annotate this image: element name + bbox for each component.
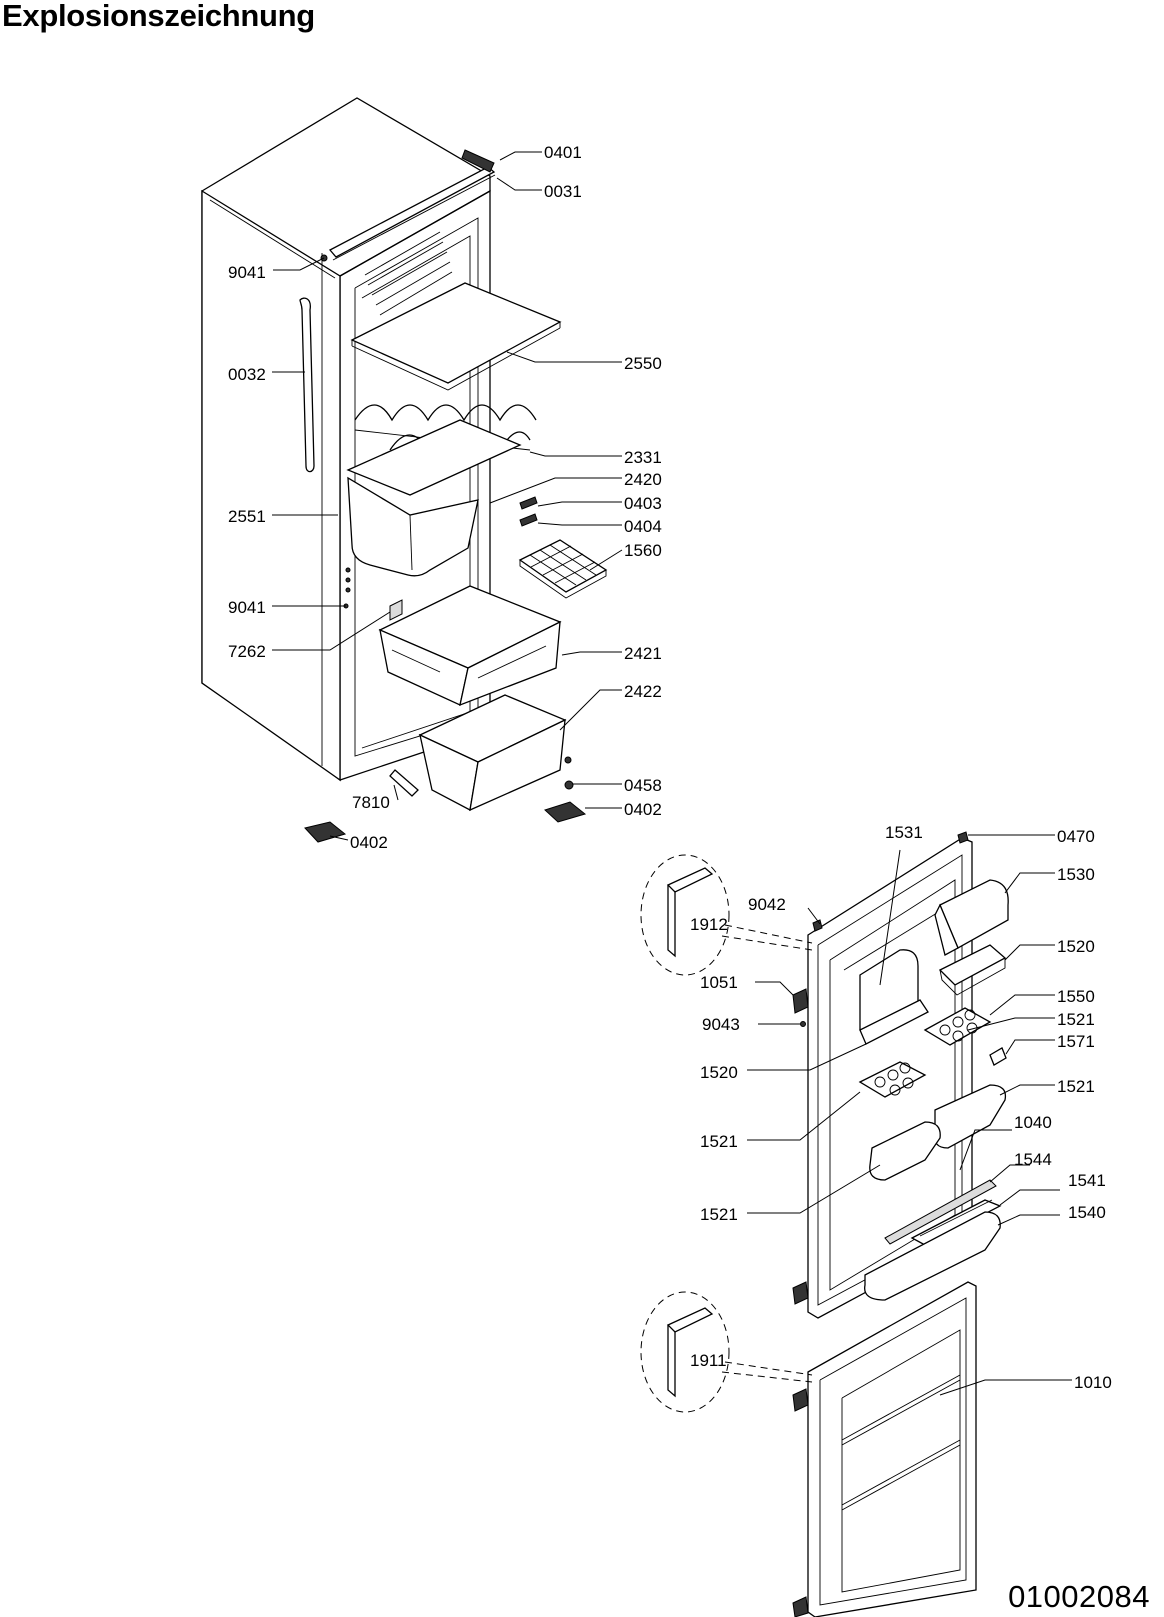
label-1560: 1560	[624, 541, 662, 560]
freezer-door-1010	[807, 1281, 977, 1617]
egg-holder-1550	[923, 1007, 992, 1046]
freezer-drawer-2422	[418, 694, 567, 812]
label-1530: 1530	[1057, 865, 1095, 884]
small-part-7810	[389, 769, 419, 797]
label-1521-left: 1521	[700, 1132, 738, 1151]
part-labels: 0401 0031 9041 0032 2550 2331 2420 2551 …	[228, 143, 1112, 1392]
document-number: 01002084	[1008, 1579, 1150, 1614]
label-1531: 1531	[885, 823, 923, 842]
handle-0032	[299, 297, 315, 473]
label-1544: 1544	[1014, 1150, 1052, 1169]
gasket-detail-1911	[640, 1291, 813, 1413]
small-part-0403	[519, 496, 538, 510]
freezer-drawer-2421	[378, 585, 562, 707]
label-1051: 1051	[700, 973, 738, 992]
foot-0402-right	[544, 756, 587, 823]
small-part-0404	[519, 513, 538, 527]
label-1520-right: 1520	[1057, 937, 1095, 956]
bar-1544	[884, 1179, 997, 1245]
hinge-1051	[792, 988, 809, 1014]
label-0404: 0404	[624, 517, 662, 536]
foot-0402-left	[304, 821, 347, 843]
label-0401: 0401	[544, 143, 582, 162]
pin-0470	[957, 831, 969, 844]
label-2331: 2331	[624, 448, 662, 467]
label-1911: 1911	[690, 1351, 727, 1370]
label-1550: 1550	[1057, 987, 1095, 1006]
leader-lines	[272, 151, 1072, 1396]
label-0402-left: 0402	[350, 833, 388, 852]
top-rail	[328, 149, 496, 261]
label-2421: 2421	[624, 644, 662, 663]
bottle-holder-1571	[989, 1047, 1007, 1066]
label-1571: 1571	[1057, 1032, 1095, 1051]
rear-ribs	[364, 231, 453, 316]
label-0403: 0403	[624, 494, 662, 513]
label-2550: 2550	[624, 354, 662, 373]
small-part-7262	[389, 599, 403, 621]
label-2420: 2420	[624, 470, 662, 489]
shelf-1520-right	[938, 944, 1007, 996]
label-0470: 0470	[1057, 827, 1095, 846]
bin-2420	[346, 419, 522, 577]
gasket-detail-1912	[640, 854, 813, 976]
ice-tray-1560	[518, 539, 608, 599]
vent-holes	[343, 567, 351, 609]
glass-shelf-2550	[350, 282, 562, 391]
grid-1541	[910, 1199, 1002, 1246]
label-7810: 7810	[352, 793, 390, 812]
label-0402-right: 0402	[624, 800, 662, 819]
label-7262: 7262	[228, 642, 266, 661]
label-1541: 1541	[1068, 1171, 1106, 1190]
label-1040: 1040	[1014, 1113, 1052, 1132]
label-1521-right: 1521	[1057, 1077, 1095, 1096]
label-1521-bottom: 1521	[700, 1205, 738, 1224]
label-1521-top: 1521	[1057, 1010, 1095, 1029]
label-1912: 1912	[690, 915, 728, 934]
label-2551: 2551	[228, 507, 266, 526]
label-0032: 0032	[228, 365, 266, 384]
label-0031: 0031	[544, 182, 582, 201]
label-9041-top: 9041	[228, 263, 266, 282]
label-1540: 1540	[1068, 1203, 1106, 1222]
label-9042: 9042	[748, 895, 786, 914]
bottle-shelf-1540	[864, 1211, 1001, 1301]
label-9043: 9043	[702, 1015, 740, 1034]
label-1520-left: 1520	[700, 1063, 738, 1082]
label-0458: 0458	[624, 776, 662, 795]
door-bin-1521-left	[869, 1121, 941, 1181]
label-2422: 2422	[624, 682, 662, 701]
hinge-lower-freezer-door	[792, 1388, 809, 1617]
page-title: Explosionszeichnung	[2, 0, 315, 33]
label-9041-mid: 9041	[228, 598, 266, 617]
screw-9043	[800, 1021, 806, 1027]
label-1010: 1010	[1074, 1373, 1112, 1392]
egg-tray-1531	[859, 949, 929, 1045]
egg-holder-1521-mid	[858, 1061, 927, 1098]
hinge-lower-upper-door	[792, 1281, 809, 1305]
